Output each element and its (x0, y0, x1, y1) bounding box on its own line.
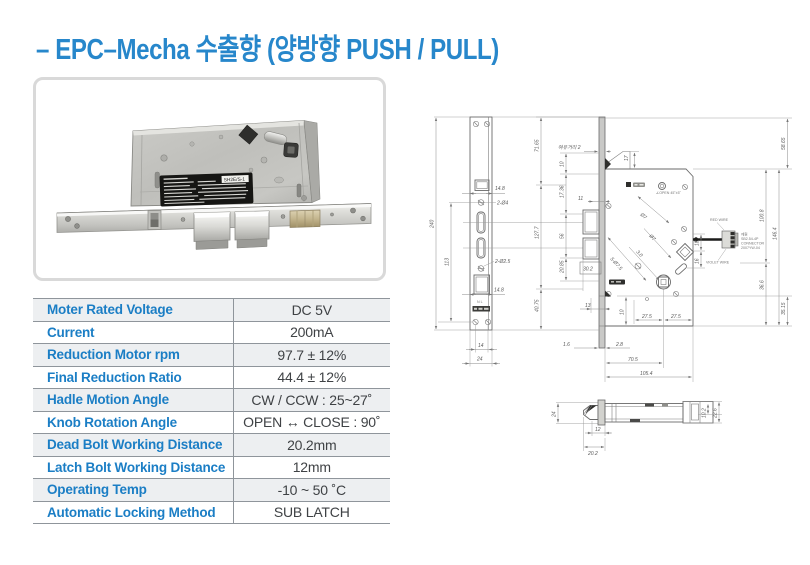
svg-text:2.8: 2.8 (615, 342, 623, 348)
spec-value: SUB LATCH (233, 500, 390, 524)
front-view: 14.8 2-Ø4 2-Ø2.5 14.8 (430, 116, 599, 367)
svg-text:CONNECTOR: CONNECTOR (741, 242, 764, 246)
svg-text:36.6: 36.6 (760, 280, 766, 290)
body-spec-label: SH2E/S-1 (159, 172, 254, 207)
spec-value: OPEN ↔ CLOSE : 90˚ (233, 410, 390, 434)
svg-text:여유거리 2: 여유거리 2 (558, 144, 581, 151)
svg-text:13: 13 (585, 303, 591, 309)
svg-text:14.8: 14.8 (495, 186, 505, 192)
svg-text:제원: 제원 (741, 232, 748, 237)
svg-text:58.65: 58.65 (781, 137, 787, 150)
svg-text:1.6: 1.6 (563, 342, 570, 348)
svg-text:SB2.54-4P: SB2.54-4P (741, 237, 759, 241)
spec-label: Automatic Locking Method (33, 500, 234, 524)
svg-text:40.75: 40.75 (535, 299, 541, 312)
svg-text:3.0: 3.0 (635, 249, 644, 258)
svg-text:240: 240 (430, 219, 436, 229)
spec-value: 200mA (233, 320, 390, 344)
spec-label: Moter Rated Voltage (33, 298, 234, 321)
spec-value: 44.4 ± 12% (233, 365, 390, 389)
spec-value: 97.7 ± 12% (233, 343, 390, 366)
spec-label: Final Reduction Ratio (33, 365, 234, 389)
svg-text:71.65: 71.65 (535, 139, 541, 152)
spec-label: Operating Temp (33, 478, 234, 501)
svg-text:RED WIRE: RED WIRE (710, 218, 729, 222)
svg-text:16: 16 (695, 258, 701, 264)
svg-text:14: 14 (478, 343, 484, 349)
svg-text:Ø7: Ø7 (647, 233, 657, 243)
svg-text:27.5: 27.5 (641, 314, 652, 320)
spec-label: Knob Rotation Angle (33, 410, 234, 434)
svg-text:2007YW-04: 2007YW-04 (741, 246, 760, 250)
svg-text:22.6: 22.6 (713, 408, 719, 419)
brass-block (289, 209, 321, 228)
svg-text:113: 113 (445, 258, 451, 266)
spec-label: Reduction Motor rpm (33, 343, 234, 366)
spec-value: -10 ~ 50 ˚C (233, 478, 390, 501)
spec-label: Dead Bolt Working Distance (33, 433, 234, 456)
svg-text:Ø7: Ø7 (638, 211, 648, 221)
product-photo-frame: SH2E/S-1 (33, 77, 386, 281)
svg-text:11: 11 (578, 196, 583, 202)
svg-text:2-Ø2.5: 2-Ø2.5 (494, 259, 511, 265)
svg-text:27.5: 27.5 (670, 314, 681, 320)
svg-text:24: 24 (476, 357, 483, 363)
product-photo: SH2E/S-1 (56, 120, 372, 250)
svg-text:10: 10 (620, 309, 626, 315)
svg-text:20.2: 20.2 (587, 451, 598, 457)
svg-text:18: 18 (695, 240, 701, 246)
svg-text:127.7: 127.7 (535, 226, 541, 239)
side-view: 17 여유거리 2 30.2 11 71.65 (535, 116, 792, 382)
svg-text:14.8: 14.8 (494, 288, 504, 294)
top-view: 24 12 (552, 399, 722, 457)
svg-text:35.15: 35.15 (781, 302, 787, 315)
spec-value: CW / CCW : 25~27˚ (233, 388, 390, 411)
svg-text:VIOLET WIRE: VIOLET WIRE (706, 261, 730, 265)
svg-text:17.36: 17.36 (560, 185, 566, 198)
spec-label: Hadle Motion Angle (33, 388, 234, 411)
svg-text:N L: N L (477, 300, 483, 304)
spec-label: Latch Bolt Working Distance (33, 455, 234, 479)
spec-label: Current (33, 320, 234, 344)
technical-drawing: 14.8 2-Ø4 2-Ø2.5 14.8 (430, 116, 792, 457)
svg-text:100.8: 100.8 (760, 209, 766, 222)
svg-text:2-Ø4: 2-Ø4 (496, 201, 508, 207)
svg-text:56: 56 (560, 233, 566, 239)
svg-text:20.85: 20.85 (560, 260, 566, 274)
svg-text:17: 17 (624, 155, 630, 161)
svg-text:5-Ø7.5: 5-Ø7.5 (609, 256, 624, 272)
page-title: – EPC–Mecha 수출향 (양방향 PUSH / PULL) (36, 34, 499, 66)
svg-text:70.5: 70.5 (628, 357, 638, 363)
bolt-blocks (193, 210, 270, 250)
svg-text:12: 12 (595, 427, 601, 433)
svg-text:10.2: 10.2 (702, 408, 708, 418)
svg-text:105.4: 105.4 (640, 371, 653, 377)
svg-text:∠OPEN 45˚±5˚: ∠OPEN 45˚±5˚ (656, 190, 681, 195)
svg-text:SH2E/S-1: SH2E/S-1 (224, 177, 246, 184)
spec-value: 20.2mm (233, 433, 390, 456)
spec-value: 12mm (233, 455, 390, 479)
svg-text:146.4: 146.4 (773, 227, 779, 240)
spec-value: DC 5V (233, 298, 390, 321)
svg-text:24: 24 (552, 411, 558, 418)
svg-text:10: 10 (560, 161, 566, 167)
svg-text:30.2: 30.2 (583, 267, 593, 273)
table-row: Operating Temp-10 ~ 50 ˚C (33, 478, 390, 501)
